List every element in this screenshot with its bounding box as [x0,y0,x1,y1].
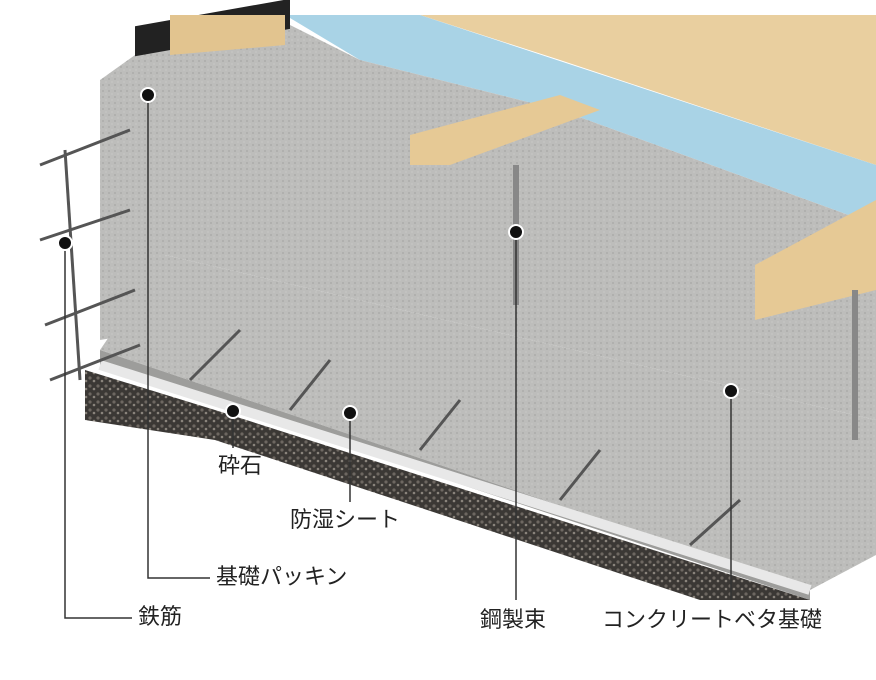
steel-post-2 [852,290,858,440]
moisture-sheet [98,360,812,595]
foundation-wall [100,25,876,420]
label-concrete-mat-foundation: コンクリートベタ基礎 [602,608,823,633]
gravel-bed [85,370,810,600]
label-rebar: 鉄筋 [138,605,183,630]
insulation-board [285,15,876,225]
sill-beam [170,15,285,55]
floor-board [420,15,876,165]
label-steel-post: 鋼製束 [480,608,547,633]
label-foundation-packing: 基礎パッキン [216,565,348,590]
rebar-cage [39,128,742,547]
marker-dots [57,87,739,421]
leader-lines [64,95,732,619]
concrete-slab [100,255,876,590]
joist-2 [755,200,876,320]
label-moisture-sheet: 防湿シート [290,508,401,533]
joist-1 [410,95,600,165]
label-gravel: 砕石 [218,454,263,479]
